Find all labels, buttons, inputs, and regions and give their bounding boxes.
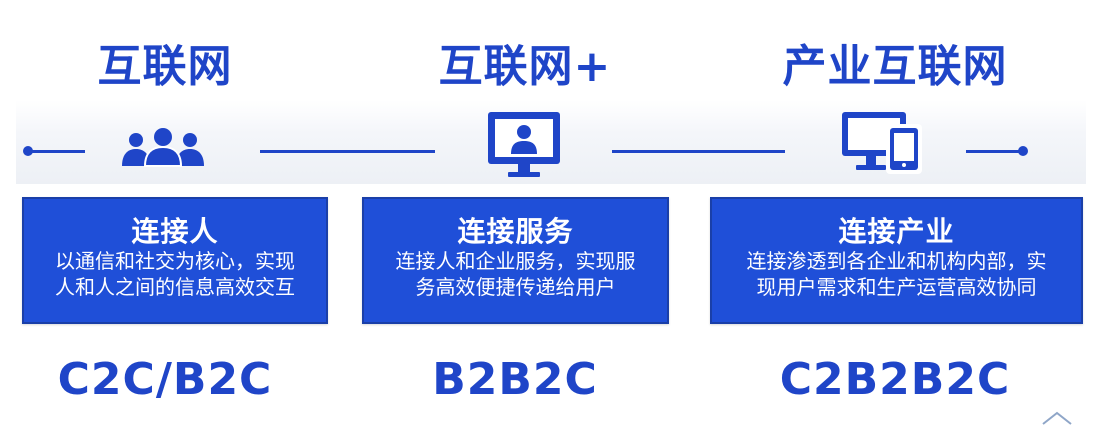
column-title-internet: 互联网 [97, 41, 233, 92]
card-connect-people: 连接人 以通信和社交为核心，实现 人和人之间的信息高效交互 [22, 197, 328, 324]
timeline-segment [966, 150, 1022, 153]
model-code-b2b2c: B2B2C [432, 354, 598, 405]
timeline-end-dot [1018, 146, 1028, 156]
card-title: 连接人 [131, 215, 219, 248]
column-title-industrial-internet: 产业互联网 [782, 41, 1008, 92]
card-title: 连接服务 [457, 215, 574, 248]
card-connect-industry: 连接产业 连接渗透到各企业和机构内部，实 现用户需求和生产运营高效协同 [710, 197, 1083, 324]
model-code-c2b2b2c: C2B2B2C [779, 354, 1011, 405]
timeline-segment [612, 150, 785, 153]
card-description-line: 连接人和企业服务，实现服 [395, 249, 636, 273]
card-description-line: 现用户需求和生产运营高效协同 [756, 275, 1037, 299]
card-description-line: 务高效便捷传递给用户 [415, 275, 616, 299]
devices-icon [842, 112, 922, 174]
card-description-line: 人和人之间的信息高效交互 [55, 275, 295, 299]
card-description-line: 连接渗透到各企业和机构内部，实 [746, 249, 1047, 273]
monitor-user-icon [488, 112, 560, 177]
timeline-segment [28, 150, 85, 153]
chevron-up-icon[interactable] [1040, 410, 1074, 426]
card-title: 连接产业 [838, 215, 955, 248]
timeline-segment [260, 150, 435, 153]
people-group-icon [122, 128, 204, 167]
model-code-c2c-b2c: C2C/B2C [57, 354, 273, 405]
column-title-internet-plus: 互联网+ [438, 41, 612, 92]
card-connect-services: 连接服务 连接人和企业服务，实现服 务高效便捷传递给用户 [362, 197, 669, 324]
card-description-line: 以通信和社交为核心，实现 [55, 249, 295, 273]
